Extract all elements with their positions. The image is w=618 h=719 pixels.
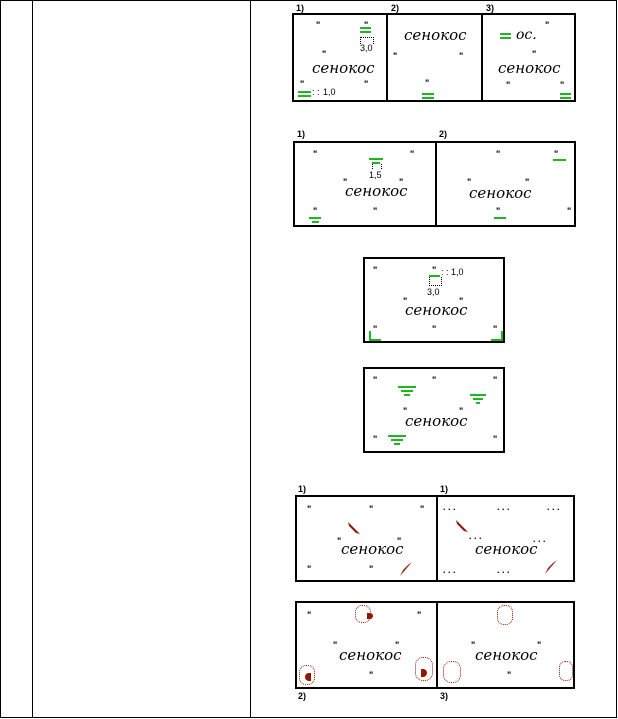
description-column	[33, 1, 251, 717]
word-senokos: сенокос	[341, 540, 404, 558]
number-3-0: 3,0	[427, 287, 440, 297]
word-senokos: сенокос	[498, 59, 561, 77]
word-senokos: сенокос	[345, 182, 408, 200]
word-senokos: сенокос	[339, 646, 402, 664]
number-1-0: 1,0	[323, 87, 336, 97]
brown-arrow-icon	[456, 520, 468, 532]
number-1-5: 1,5	[369, 170, 382, 180]
label-2: 2)	[439, 129, 448, 139]
panel-row-d: " " " " " сенокос " "	[363, 367, 505, 453]
word-senokos: сенокос	[405, 412, 468, 430]
panel-row-a: " " 3,0 " сенокос " " : : 1,0 сенокос " …	[292, 13, 576, 102]
word-senokos: сенокос	[405, 301, 468, 319]
label-2: 2)	[298, 691, 307, 701]
label-2: 2)	[391, 3, 400, 13]
brown-arrow-icon	[348, 522, 360, 534]
word-senokos: сенокос	[469, 184, 532, 202]
label-3: 3)	[486, 3, 495, 13]
label-1: 1)	[297, 129, 306, 139]
label-3: 3)	[440, 691, 449, 701]
brown-arrow-icon	[400, 562, 412, 576]
panel-row-c: " " : : 1,0 3,0 " " сенокос " " "	[363, 257, 505, 343]
number-column	[1, 1, 33, 717]
word-senokos: сенокос	[404, 26, 467, 44]
number-1-0: 1,0	[451, 267, 464, 277]
word-senokos: сенокос	[475, 540, 538, 558]
brown-arrow-icon	[545, 560, 557, 574]
word-senokos: сенокос	[475, 646, 538, 664]
word-senokos: сенокос	[312, 59, 375, 77]
word-os: ос.	[516, 27, 537, 43]
panel-row-b: " " 1,5 " " сенокос " " " " " " сенокос …	[293, 141, 576, 227]
number-3-0: 3,0	[360, 43, 373, 53]
label-1: 1)	[298, 484, 307, 494]
panel-row-f: " " " " сенокос " " " сенокос "	[295, 601, 575, 689]
panel-row-e: " " " " " сенокос " " . . . . . . . . . …	[295, 495, 575, 582]
label-1: 1)	[296, 3, 305, 13]
label-1-b: 1)	[440, 484, 449, 494]
